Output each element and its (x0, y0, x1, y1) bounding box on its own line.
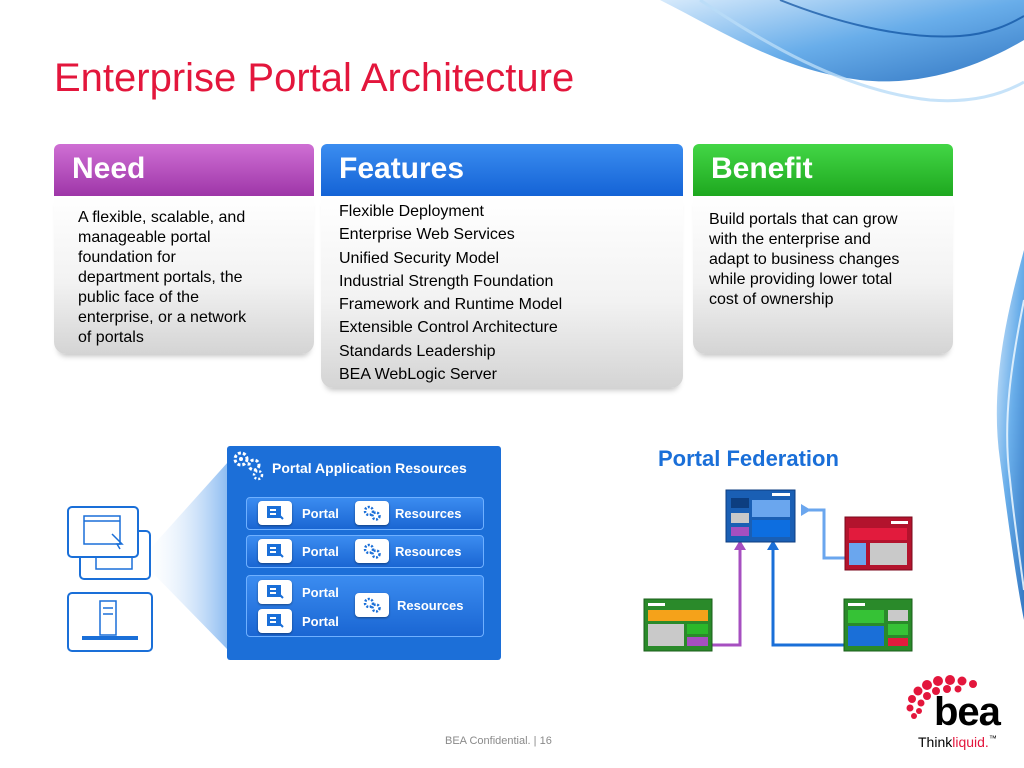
remote-portal-page (843, 598, 913, 652)
benefit-line: adapt to business changes (709, 251, 900, 268)
benefit-line: with the enterprise and (709, 231, 871, 248)
portal-label: Portal (302, 506, 339, 521)
need-line: department portals, the (78, 269, 243, 286)
portal-page-icon (258, 501, 292, 525)
server-icon (67, 592, 153, 652)
features-body: Flexible Deployment Enterprise Web Servi… (321, 196, 683, 388)
trademark-mark: ™ (988, 734, 997, 743)
slide-title: Enterprise Portal Architecture (54, 56, 575, 100)
portal-page-icon (258, 580, 292, 604)
need-header: Need (54, 144, 314, 196)
portal-page-icon (258, 539, 292, 563)
federated-portal-page (725, 489, 796, 543)
feature-item: Extensible Control Architecture (339, 319, 558, 337)
benefit-body: Build portals that can grow with the ent… (693, 196, 953, 354)
feature-item: Standards Leadership (339, 342, 496, 360)
feature-item: BEA WebLogic Server (339, 366, 498, 384)
bea-logo-dots (906, 675, 977, 719)
feature-item: Framework and Runtime Model (339, 296, 563, 314)
bea-logo-word: bea (934, 690, 1001, 734)
need-line: public face of the (78, 289, 199, 306)
portal-label: Portal (302, 585, 339, 600)
resources-label: Resources (397, 598, 464, 613)
resources-gears-icon (355, 539, 389, 563)
feature-item: Enterprise Web Services (339, 226, 515, 244)
need-line: enterprise, or a network (78, 309, 247, 326)
tagline-think: Think (918, 734, 953, 750)
resources-gears-icon (355, 501, 389, 525)
gears-icon (233, 451, 264, 481)
portal-label: Portal (302, 614, 339, 629)
need-body: A flexible, scalable, and manageable por… (54, 196, 314, 354)
portal-federation-title: Portal Federation (658, 446, 839, 471)
connector-line (771, 546, 844, 647)
feature-item: Flexible Deployment (339, 203, 484, 220)
panel-title: Portal Application Resources (272, 460, 467, 476)
remote-portal-page (844, 516, 913, 571)
features-list: Flexible Deployment Enterprise Web Servi… (339, 200, 673, 386)
portal-label: Portal (302, 544, 339, 559)
resources-gears-icon (355, 593, 389, 617)
need-line: foundation for (78, 249, 176, 266)
feature-item: Industrial Strength Foundation (339, 272, 554, 290)
benefit-line: while providing lower total (709, 271, 893, 288)
benefit-line: Build portals that can grow (709, 211, 898, 228)
remote-portal-page (643, 598, 713, 652)
need-line: manageable portal (78, 229, 211, 246)
need-line: of portals (78, 329, 144, 346)
resources-label: Resources (395, 506, 462, 521)
benefit-line: cost of ownership (709, 291, 834, 308)
feature-item: Unified Security Model (339, 249, 500, 267)
benefit-header: Benefit (693, 144, 953, 196)
browser-window-icon (67, 506, 139, 558)
connector-line (805, 508, 845, 560)
resources-label: Resources (395, 544, 462, 559)
beam-shape (140, 462, 228, 650)
footer-confidential: BEA Confidential. | 16 (445, 735, 552, 747)
need-line: A flexible, scalable, and (78, 209, 246, 226)
portal-page-icon (258, 609, 292, 633)
bea-tagline: Thinkliquid.™ (918, 734, 997, 750)
tagline-liquid: liquid. (952, 734, 989, 750)
features-header: Features (321, 144, 683, 196)
